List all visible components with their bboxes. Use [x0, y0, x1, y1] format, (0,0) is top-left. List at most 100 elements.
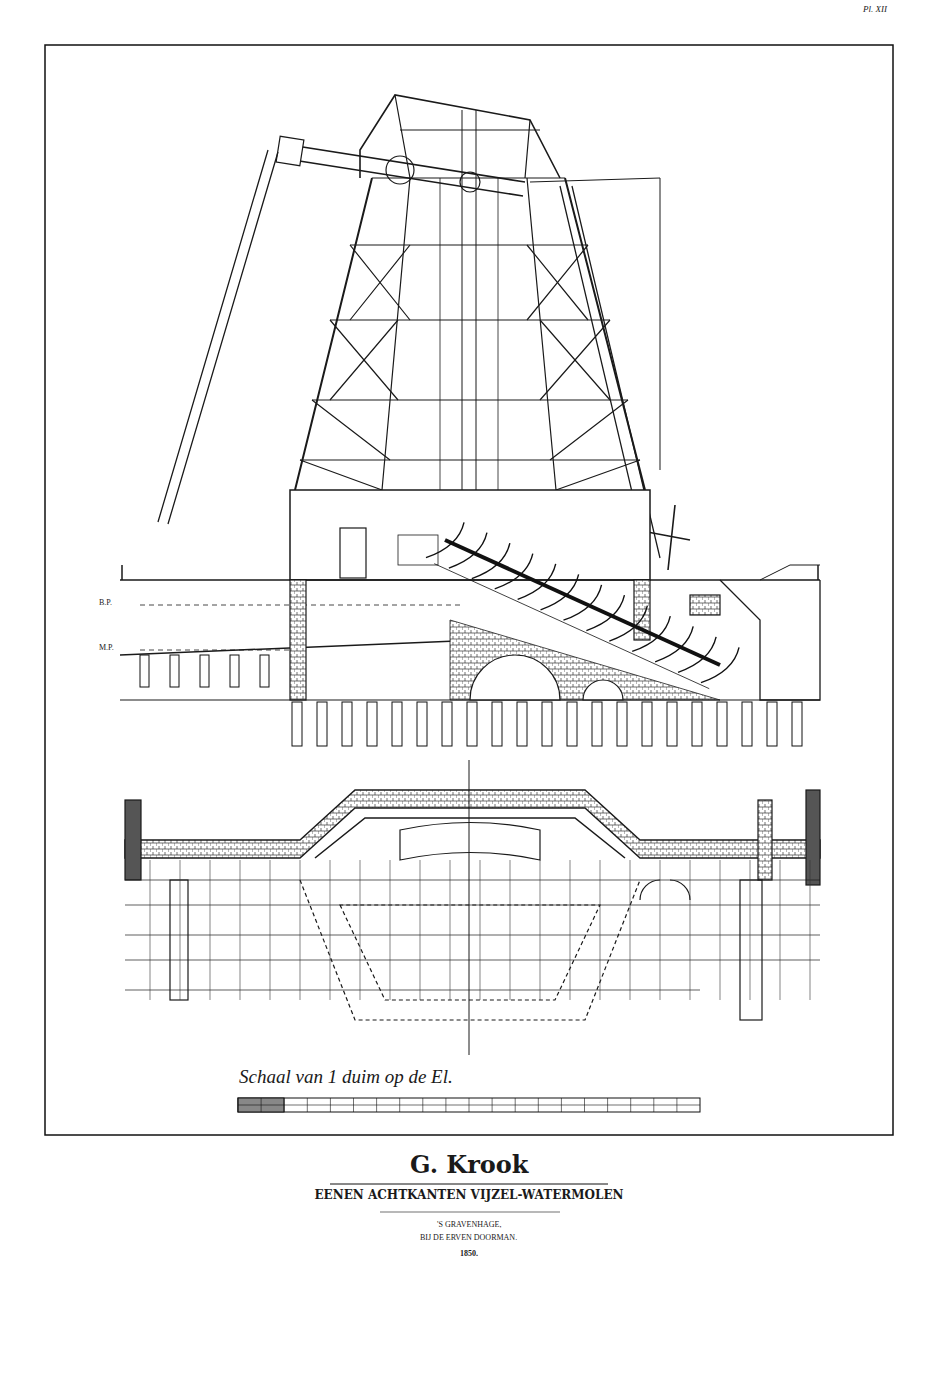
pile [492, 702, 502, 746]
plan-beam [600, 860, 601, 1000]
scale-tick [353, 1098, 354, 1112]
pile [517, 702, 527, 746]
pile [467, 702, 477, 746]
screw-flight [518, 564, 556, 599]
year: 1850. [459, 1249, 479, 1258]
scale-tick [307, 1098, 308, 1112]
scale-tick [561, 1098, 562, 1112]
pile [260, 655, 269, 687]
scale-tick [330, 1098, 331, 1112]
plate-number: Pl. XII [862, 4, 888, 14]
publisher: BIJ DE ERVEN DOORMAN. [419, 1233, 518, 1242]
screw-flight [655, 626, 693, 661]
scale-tick [261, 1098, 262, 1112]
scale-tick [676, 1098, 677, 1112]
pile [717, 702, 727, 746]
pile [367, 702, 377, 746]
pile [642, 702, 652, 746]
plan-beam [210, 860, 211, 1000]
plan-beam [810, 860, 811, 1000]
screw-flight [449, 533, 487, 568]
plan-beam [630, 860, 631, 1000]
plan-beam [660, 860, 661, 1000]
pile [342, 702, 352, 746]
level-mark: M.P. [98, 643, 115, 652]
plan-beam [240, 860, 241, 1000]
archimedes-screw [426, 522, 739, 688]
pile [792, 702, 802, 746]
publisher-place: 'S GRAVENHAGE, [436, 1220, 502, 1229]
screw-flight [563, 585, 601, 620]
scale-tick [445, 1098, 446, 1112]
scale-tick [422, 1098, 423, 1112]
screw-flight [426, 522, 464, 557]
scale-tick [399, 1098, 400, 1112]
scale-bar [238, 1098, 700, 1112]
plan-beam [510, 860, 511, 1000]
screw-flight [678, 637, 716, 672]
pile [592, 702, 602, 746]
screw-flight [701, 647, 739, 682]
scale-tick [492, 1098, 493, 1112]
plan-beam [180, 860, 181, 1000]
plan-beam [750, 860, 751, 1000]
screw-flight [472, 543, 510, 578]
scale-tick [630, 1098, 631, 1112]
pile [617, 702, 627, 746]
plan-beam [450, 860, 451, 1000]
plan-beam [150, 860, 151, 1000]
plan-beam [540, 860, 541, 1000]
frame [45, 45, 893, 1135]
plan-beam [390, 860, 391, 1000]
pile [567, 702, 577, 746]
scale-tick [469, 1098, 470, 1112]
pile [692, 702, 702, 746]
plan-beam [300, 860, 301, 1000]
plan-beam [330, 860, 331, 1000]
plan-beam [480, 860, 481, 1000]
pile [542, 702, 552, 746]
title-rule [380, 1212, 560, 1213]
screw-axle [445, 540, 720, 665]
foundation-piles [140, 655, 802, 746]
plan-beam [720, 860, 721, 1000]
pile [392, 702, 402, 746]
screw-flight [541, 574, 579, 609]
plan-beam [690, 860, 691, 1000]
author: G. Krook [409, 1150, 530, 1179]
plan-beam [570, 860, 571, 1000]
title-rule [330, 1184, 608, 1185]
elevation [120, 95, 820, 700]
screw-flight [586, 595, 624, 630]
scale-tick [238, 1098, 239, 1112]
plan-grid [150, 860, 810, 1000]
scale-tick [607, 1098, 608, 1112]
pile [417, 702, 427, 746]
screw-flight [495, 554, 533, 589]
plan-view [125, 760, 820, 1055]
scale-tick [515, 1098, 516, 1112]
pile [442, 702, 452, 746]
screw-flight [632, 616, 670, 651]
pile [140, 655, 149, 687]
plan-beam [270, 860, 271, 1000]
plan-beam [360, 860, 361, 1000]
pile [292, 702, 302, 746]
pile [200, 655, 209, 687]
pile [170, 655, 179, 687]
scale-tick [376, 1098, 377, 1112]
scale-tick [653, 1098, 654, 1112]
scale-note: Schaal van 1 duim op de El. [238, 1066, 454, 1088]
plan-beam [420, 860, 421, 1000]
level-mark: B.P. [98, 598, 113, 607]
pile [230, 655, 239, 687]
pile [767, 702, 777, 746]
pile [742, 702, 752, 746]
title: EENEN ACHTKANTEN VIJZEL-WATERMOLEN [0, 1188, 938, 1202]
scale-tick [284, 1098, 285, 1112]
screw-trough [434, 564, 709, 689]
scale-tick [584, 1098, 585, 1112]
scale-tick [538, 1098, 539, 1112]
